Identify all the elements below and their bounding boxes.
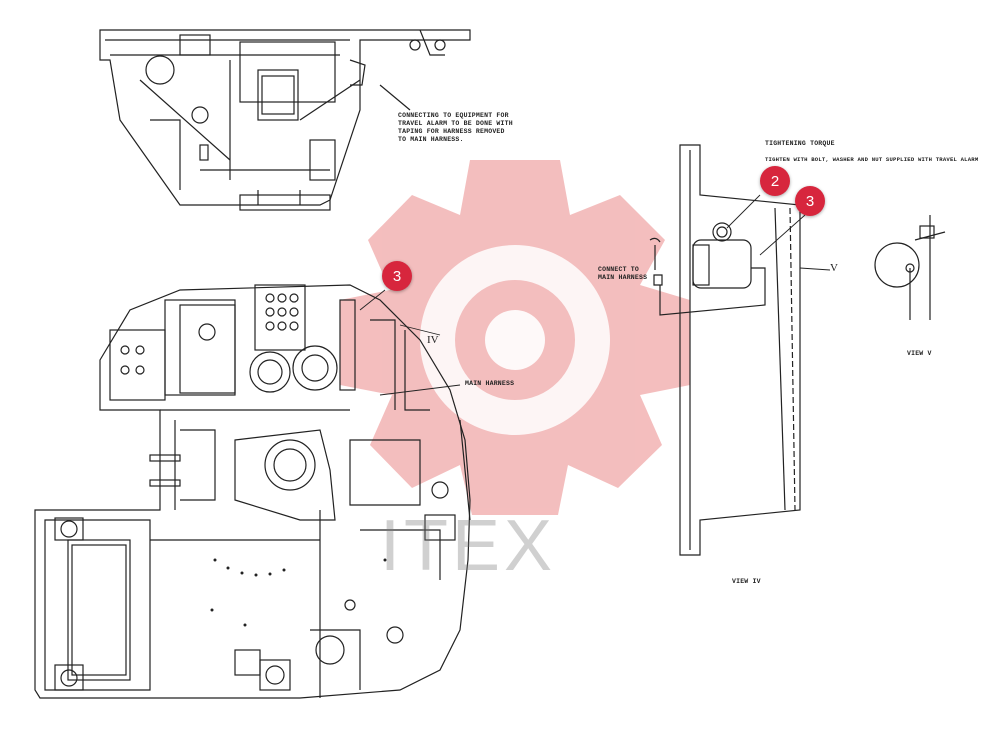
connect-note-line-1: CONNECT TO: [598, 266, 640, 273]
hotspot-part-2[interactable]: 2: [760, 166, 790, 196]
hotspot-part-3-detail[interactable]: 3: [795, 186, 825, 216]
tighten-instruction: TIGHTEN WITH BOLT, WASHER AND NUT SUPPLI…: [765, 156, 979, 163]
tightening-torque-label: TIGHTENING TORQUE: [765, 140, 835, 147]
leader-lines: [359, 194, 831, 396]
gear-watermark: [340, 160, 690, 515]
top-side-view: [99, 29, 471, 211]
main-harness-label: MAIN HARNESS: [465, 380, 515, 387]
view-v-caption: VIEW V: [907, 350, 932, 357]
equipment-note-line-1: CONNECTING TO EQUIPMENT FOR: [398, 112, 509, 119]
brand-watermark: ITEX: [380, 506, 557, 586]
hotspot-part-3-plan[interactable]: 3: [382, 261, 412, 291]
connect-note-line-2: MAIN HARNESS: [598, 274, 648, 281]
equipment-note-line-2: TRAVEL ALARM TO BE DONE WITH: [398, 120, 513, 127]
connector-block: [265, 293, 299, 331]
arrow-label-v: V: [830, 262, 838, 274]
view-iv-panel: [649, 144, 801, 556]
equipment-note-line-4: TO MAIN HARNESS.: [398, 136, 464, 143]
arrow-label-iv: IV: [427, 334, 439, 346]
equipment-note: CONNECTING TO EQUIPMENT FOR TRAVEL ALARM…: [398, 112, 513, 144]
connect-note: CONNECT TO MAIN HARNESS: [598, 266, 647, 282]
plan-view: [34, 284, 471, 699]
view-v-detail: [874, 215, 946, 320]
equipment-note-line-3: TAPING FOR HARNESS REMOVED: [398, 128, 505, 135]
bolt-circle: [210, 558, 387, 627]
view-iv-caption: VIEW IV: [732, 578, 761, 585]
